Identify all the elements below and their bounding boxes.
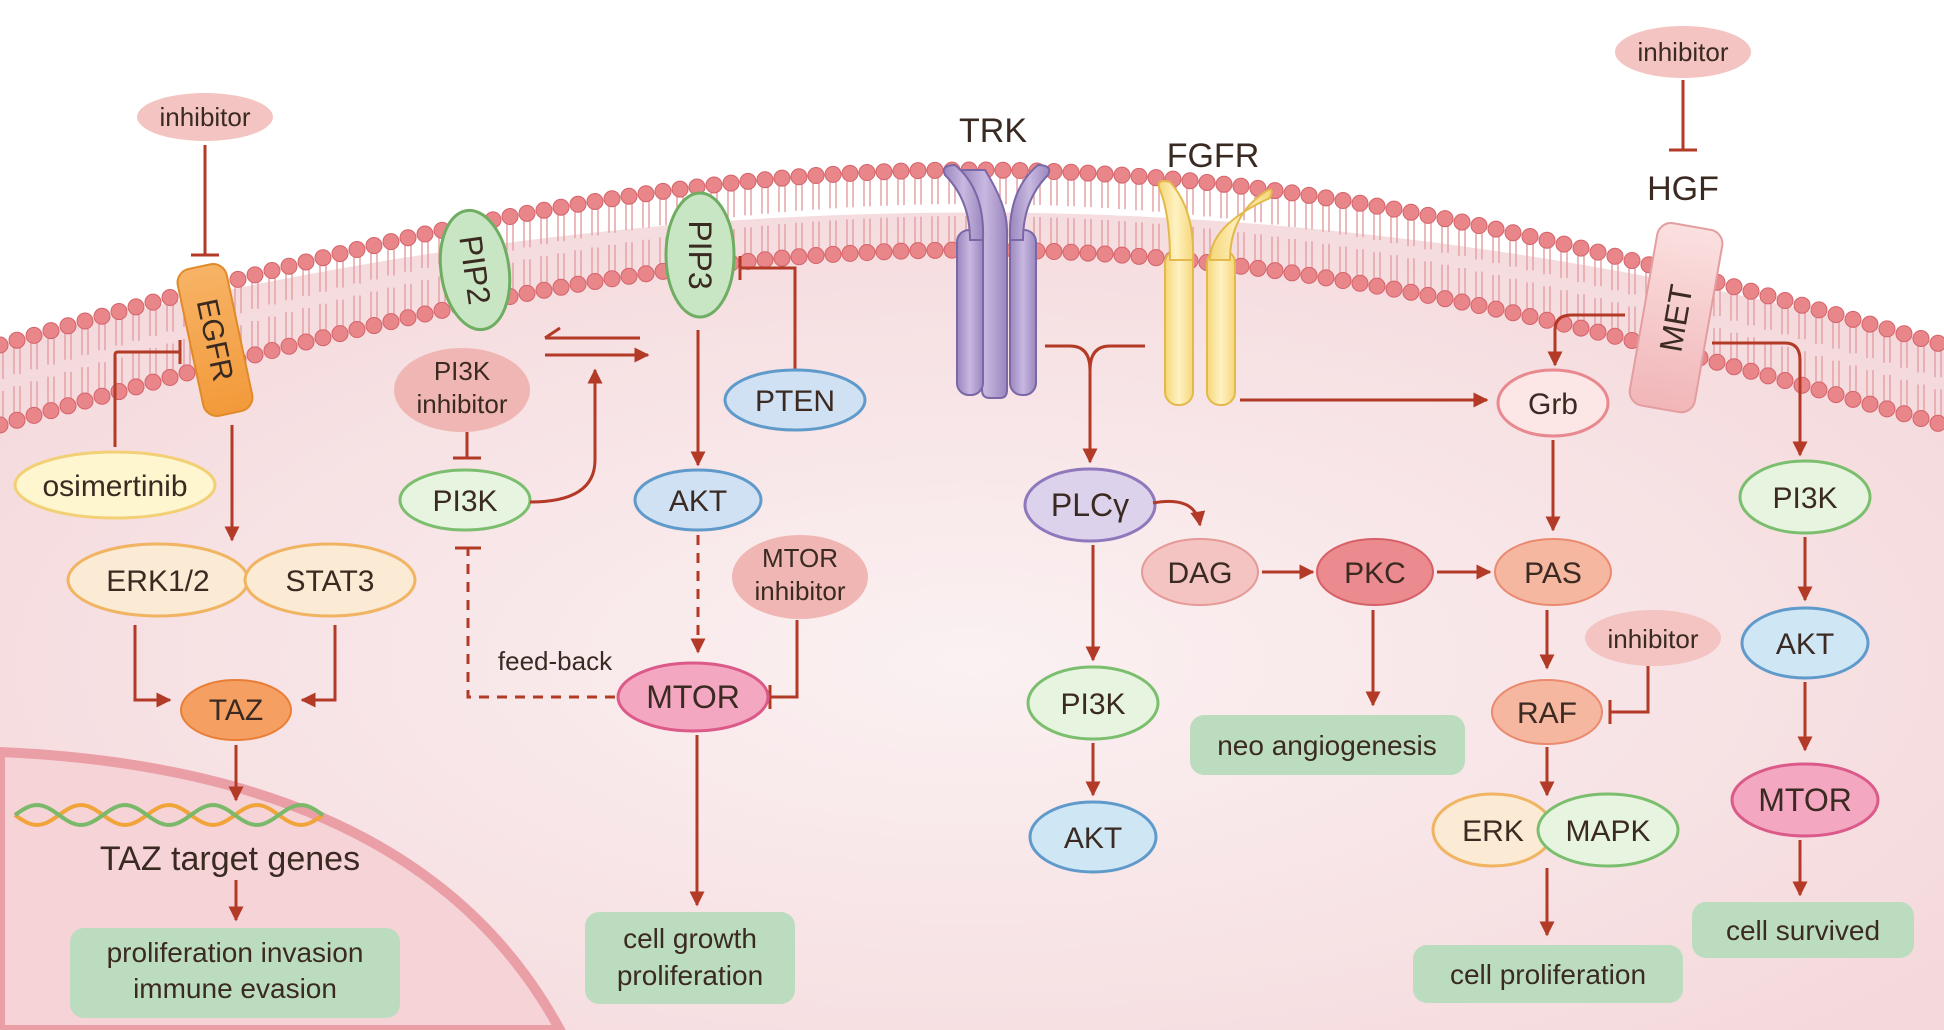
outcome-mtor-box [585,912,795,1004]
mtor-inhibitor-label2: inhibitor [754,576,845,606]
outcome-taz-line2: immune evasion [133,973,337,1004]
feedback-label: feed-back [498,646,613,676]
osimertinib-node[interactable] [13,450,217,520]
pip2-node[interactable]: PIP2 [433,206,517,334]
taz-label: TAZ [209,694,263,727]
pip-branch: PIP2 PIP3 PTEN PI3K inhibitor PI3K AKT [394,191,868,1004]
grb-node[interactable] [1496,368,1610,438]
fgfr-label: FGFR [1167,137,1260,175]
osimertinib-label: osimertinib [42,470,187,503]
taz-node[interactable] [180,679,292,741]
met-branch: inhibitor HGF MET Grb PAS inhibitor RAF … [1413,26,1914,1003]
pi3k-inhibitor-node[interactable] [394,348,530,432]
taz-target-genes-label: TAZ target genes [100,840,360,878]
pkc-node[interactable] [1316,538,1434,606]
pi3k-left-label: PI3K [432,485,497,518]
egfr-inhibitor-label: inhibitor [159,102,250,132]
stat3-label: STAT3 [286,565,375,598]
mtor-right-label: MTOR [1758,782,1852,818]
mtor-inhibitor-label1: MTOR [762,543,838,573]
outcome-survived-label: cell survived [1726,915,1880,946]
erk12-label: ERK1/2 [106,565,209,598]
met-receptor[interactable]: MET [1628,221,1725,415]
outcome-neo-label: neo angiogenesis [1217,730,1437,761]
pip3-label: PIP3 [682,220,718,289]
dag-label: DAG [1167,557,1232,590]
pkc-label: PKC [1344,557,1406,590]
stat3-node[interactable] [243,542,417,618]
akt-right-label: AKT [1776,628,1834,661]
raf-label: RAF [1517,697,1577,730]
mtor-inhibitor-node[interactable] [732,535,868,619]
trk-receptor[interactable] [942,163,1051,399]
egfr-branch: inhibitor EGFR osimertinib ERK1/2 STAT3 … [13,93,417,1018]
raf-inhibitor-node[interactable] [1585,610,1721,666]
mapk-node[interactable] [1536,792,1680,868]
raf-inhibitor-label: inhibitor [1607,624,1698,654]
plcg-node[interactable] [1023,467,1157,543]
akt-left-label: AKT [669,485,727,518]
mtor-right-node[interactable] [1730,762,1880,838]
outcome-taz-line1: proliferation invasion [107,937,364,968]
akt-mid-node[interactable] [1028,800,1158,874]
akt-left-node[interactable] [633,468,763,532]
raf-node[interactable] [1491,679,1603,745]
pas-label: PAS [1524,557,1582,590]
hgf-label: HGF [1647,170,1719,208]
pi3k-mid-node[interactable] [1026,665,1160,741]
mtor-left-node[interactable] [616,661,770,733]
pi3k-right-node[interactable] [1738,459,1872,535]
outcome-mtor-line2: proliferation [617,960,763,991]
dna-helix-icon [13,803,325,827]
mapk-label: MAPK [1565,815,1650,848]
erk-label: ERK [1462,815,1524,848]
hgf-inhibitor-node[interactable] [1615,26,1751,78]
pi3k-right-label: PI3K [1772,482,1837,515]
egfr-receptor[interactable]: EGFR [175,261,255,418]
egfr-inhibitor-node[interactable] [137,93,273,141]
trk-fgfr-branch: TRK FGFR PLCγ DAG PKC [942,112,1492,874]
akt-mid-label: AKT [1064,822,1122,855]
outcome-neo-box [1190,715,1465,775]
pi3k-left-node[interactable] [398,468,532,532]
outcome-prolif-label: cell proliferation [1450,959,1646,990]
pi3k-mid-label: PI3K [1060,688,1125,721]
akt-right-node[interactable] [1740,606,1870,680]
outcome-taz-box [70,928,400,1018]
grb-label: Grb [1528,388,1578,421]
pten-node[interactable] [723,368,867,432]
pip3-node[interactable]: PIP3 [664,191,736,319]
hgf-inhibitor-label: inhibitor [1637,37,1728,67]
pten-label: PTEN [755,385,835,418]
dag-node[interactable] [1141,538,1259,606]
mtor-left-label: MTOR [646,679,740,715]
pi3k-inhibitor-label1: PI3K [434,356,491,386]
outcome-prolif-box [1413,945,1683,1003]
fgfr-receptor[interactable] [1157,180,1273,406]
pi3k-inhibitor-label2: inhibitor [416,389,507,419]
outcome-mtor-line1: cell growth [623,923,757,954]
pas-node[interactable] [1494,538,1612,606]
outcome-survived-box [1692,902,1914,958]
trk-label: TRK [959,112,1027,150]
plcg-label: PLCγ [1051,487,1129,523]
